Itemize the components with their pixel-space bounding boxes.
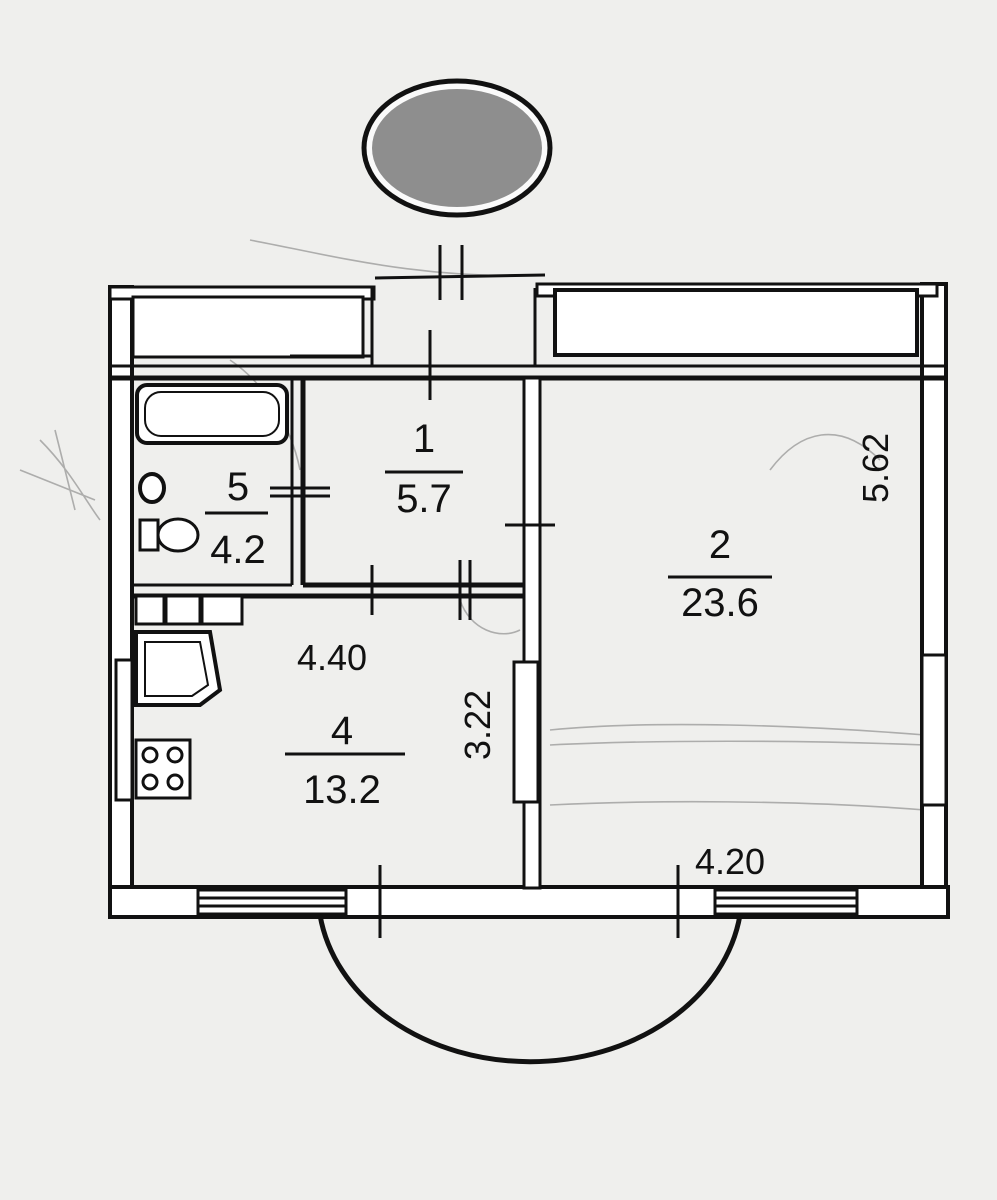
balcony-arc [317, 914, 743, 1065]
room-4-width-label: 4.40 [297, 637, 367, 678]
dimension-ticks [270, 330, 680, 938]
entrance-marks [374, 245, 546, 300]
bottom-window-right [713, 888, 859, 916]
bottom-window-left [196, 888, 348, 916]
left-window [114, 658, 134, 802]
room-4-depth-label: 3.22 [457, 690, 498, 760]
room-2-width-label: 4.20 [695, 841, 765, 882]
room-4-area: 13.2 [303, 768, 381, 812]
right-window [920, 653, 948, 807]
kitchen-cabinets [134, 594, 244, 626]
room-2-number: 2 [709, 523, 731, 567]
room-5-area: 4.2 [210, 528, 266, 572]
fraction-bars [205, 470, 772, 756]
redacted-oval [361, 78, 553, 218]
bathtub [135, 383, 289, 445]
room-1-number: 1 [413, 417, 435, 461]
sink [138, 472, 166, 504]
room-2-depth-label: 5.62 [855, 433, 896, 503]
toilet [138, 517, 200, 553]
room-2-area: 23.6 [681, 581, 759, 625]
stove [134, 738, 192, 800]
room-1-area: 5.7 [396, 477, 452, 521]
room-5-number: 5 [227, 465, 249, 509]
room-4-number: 4 [331, 709, 353, 753]
corner-sink [134, 630, 223, 707]
